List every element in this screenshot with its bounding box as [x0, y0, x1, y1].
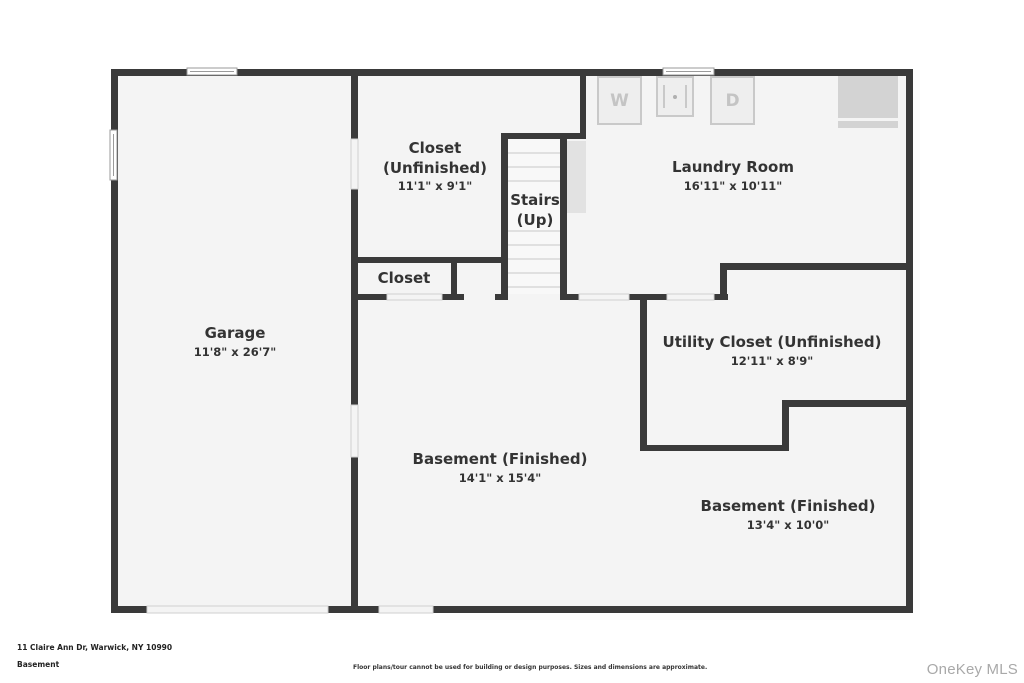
- laundry-door-1: [578, 293, 630, 301]
- closet-door: [350, 138, 359, 190]
- watermark-logo: OneKey MLS: [926, 661, 1018, 678]
- basement-east-dim: 13'4" x 10'0": [747, 518, 829, 532]
- garage-interior-door: [350, 404, 359, 458]
- openings: [146, 138, 715, 614]
- dryer-label: D: [725, 91, 739, 111]
- garage-door: [146, 605, 329, 614]
- laundry-dim: 16'11" x 10'11": [684, 179, 782, 193]
- small-closet-door: [386, 293, 443, 301]
- basement-main-name: Basement (Finished): [413, 450, 588, 468]
- floor-level-label: Basement: [17, 660, 60, 669]
- stairs-name-2: (Up): [517, 211, 554, 229]
- property-address: 11 Claire Ann Dr, Warwick, NY 10990: [17, 643, 173, 652]
- water-heater: [838, 76, 898, 118]
- washer-label: W: [610, 91, 629, 111]
- utility-name: Utility Closet (Unfinished): [663, 333, 882, 351]
- laundry-door-2: [666, 293, 715, 301]
- stairs-name-1: Stairs: [510, 191, 560, 209]
- garage-dim: 11'8" x 26'7": [194, 345, 276, 359]
- dryer: [710, 76, 755, 125]
- closet-upper-dim: 11'1" x 9'1": [398, 179, 472, 193]
- utility-dim: 12'11" x 8'9": [731, 354, 813, 368]
- stair-rail: [567, 141, 586, 213]
- stair-treads: [508, 139, 560, 294]
- basement-main-dim: 14'1" x 15'4": [459, 471, 541, 485]
- windows: [109, 67, 715, 181]
- interior-walls: [351, 69, 913, 613]
- basement-exterior-door: [378, 605, 434, 614]
- garage-name: Garage: [205, 324, 266, 342]
- disclaimer-text: Floor plans/tour cannot be used for buil…: [353, 664, 708, 671]
- basement-east-name: Basement (Finished): [701, 497, 876, 515]
- laundry-name: Laundry Room: [672, 158, 794, 176]
- washer: [597, 76, 642, 125]
- room-labels: Garage 11'8" x 26'7" Closet (Unfinished)…: [194, 139, 882, 532]
- closet-upper-name-1: Closet: [409, 139, 462, 157]
- laundry-appliances: W D: [597, 76, 898, 128]
- closet-upper-name-2: (Unfinished): [383, 159, 487, 177]
- exterior-walls: [111, 69, 913, 613]
- closet-small-name: Closet: [378, 269, 431, 287]
